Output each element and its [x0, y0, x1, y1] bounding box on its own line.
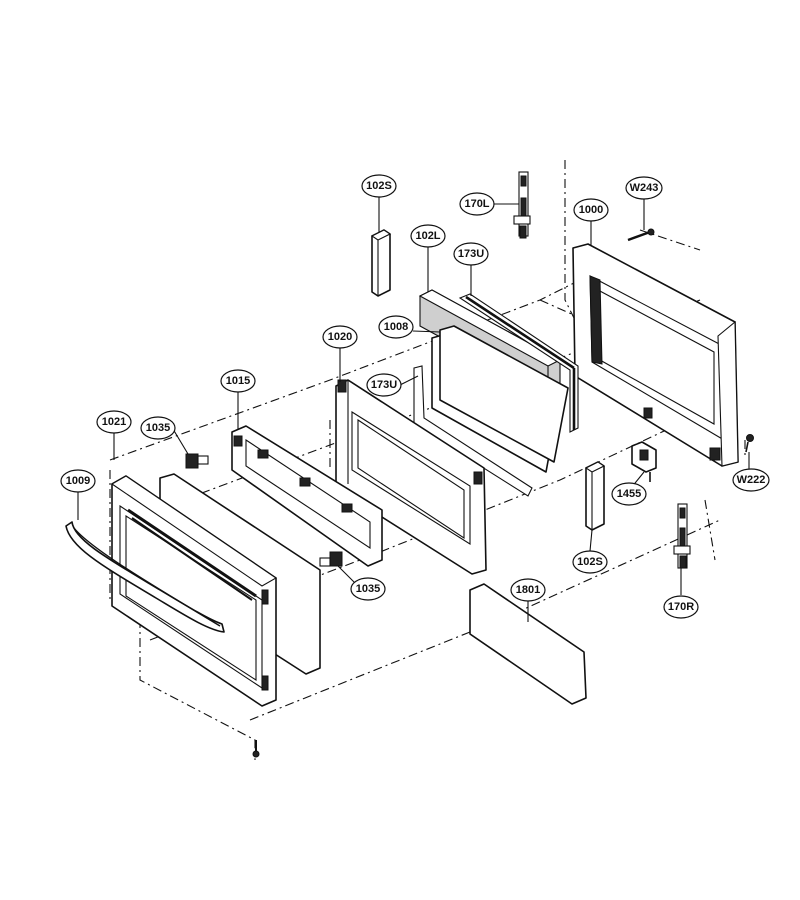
- callout-label: 173U: [458, 248, 484, 260]
- callout-label: 1008: [384, 321, 408, 333]
- part-1455-latch-bracket: [631, 441, 657, 482]
- part-W222-screw: [745, 434, 754, 453]
- callout-label: 1020: [328, 331, 352, 343]
- callout-170L: 170L: [459, 192, 495, 216]
- part-170R-hinge-right: [673, 503, 691, 569]
- callout-label: 1455: [617, 488, 641, 500]
- part-1801-label-plate: [469, 583, 587, 705]
- part-1009-screw: [252, 740, 260, 758]
- callout-102L: 102L: [410, 224, 446, 248]
- callout-label: 1000: [579, 204, 603, 216]
- part-1015-bracket-rail: [231, 425, 383, 567]
- callout-1009: 1009: [60, 469, 96, 493]
- part-1035-clip-bottom: [319, 551, 343, 567]
- callout-102S-top: 102S: [361, 174, 397, 198]
- callout-label: W243: [630, 182, 659, 194]
- callout-1020: 1020: [322, 325, 358, 349]
- callout-label: 1015: [226, 375, 250, 387]
- part-102S-spacer-top: [370, 229, 392, 297]
- part-1009-outer-door: [110, 475, 278, 707]
- callout-1035-top: 1035: [140, 416, 176, 440]
- part-1008-glass-panel: [431, 325, 569, 473]
- part-1035-clip-top: [185, 453, 209, 469]
- callout-1035-bottom: 1035: [350, 577, 386, 601]
- callout-label: 102S: [577, 556, 603, 568]
- callout-label: 1801: [516, 584, 540, 596]
- callout-1000: 1000: [573, 198, 609, 222]
- callout-1015: 1015: [220, 369, 256, 393]
- callout-label: W222: [737, 474, 766, 486]
- part-173U-seal-top: [458, 293, 579, 433]
- callout-173U-middle: 173U: [366, 373, 402, 397]
- callout-W243: W243: [625, 176, 663, 200]
- callout-1455: 1455: [611, 482, 647, 506]
- callout-label: 170R: [668, 601, 694, 613]
- callout-1008: 1008: [378, 315, 414, 339]
- callout-label: 102L: [415, 230, 440, 242]
- callout-label: 1021: [102, 416, 126, 428]
- callout-label: 173U: [371, 379, 397, 391]
- part-170L-hinge-left: [513, 171, 531, 239]
- callout-label: 1035: [146, 422, 170, 434]
- callout-170R: 170R: [663, 595, 699, 619]
- callout-label: 1035: [356, 583, 380, 595]
- callout-173U-top: 173U: [453, 242, 489, 266]
- part-102S-spacer-bottom: [584, 461, 606, 531]
- callout-102S-bottom: 102S: [572, 550, 608, 574]
- callout-label: 1009: [66, 475, 90, 487]
- part-W243-screw: [627, 228, 655, 242]
- part-1000-inner-door-frame: [572, 243, 739, 467]
- callout-W222: W222: [732, 468, 770, 492]
- callout-1021: 1021: [96, 410, 132, 434]
- callout-label: 170L: [464, 198, 489, 210]
- callout-1801: 1801: [510, 578, 546, 602]
- callout-label: 102S: [366, 180, 392, 192]
- leader-lines: [77, 197, 750, 622]
- part-1020-inner-frame: [335, 379, 487, 575]
- part-1009-door-handle: [65, 521, 225, 633]
